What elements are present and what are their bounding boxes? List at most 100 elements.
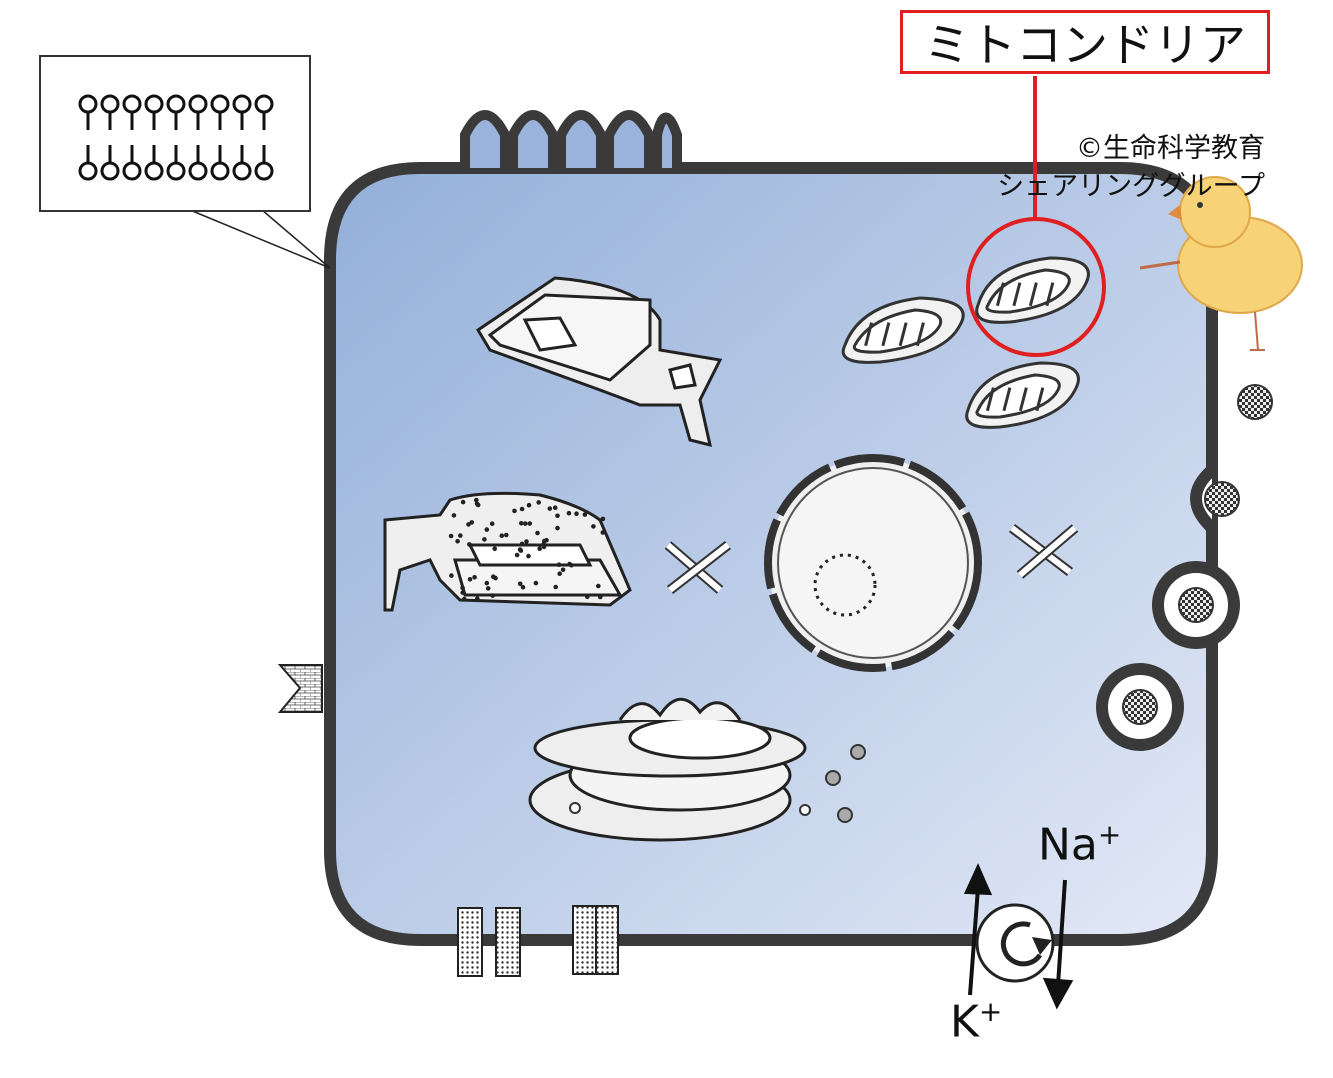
k-ion-text: K [950, 996, 979, 1048]
crista [995, 282, 1005, 307]
highlight-label: ミトコンドリア [924, 18, 1246, 72]
ribosome [460, 585, 465, 591]
ribosome [600, 516, 606, 522]
ribosome [458, 533, 463, 538]
ribosome [526, 553, 531, 559]
ribosome [544, 537, 549, 543]
crista [1028, 282, 1038, 307]
ribosome [490, 593, 496, 598]
ribosome [451, 513, 457, 518]
lipid-head [210, 94, 230, 114]
smooth-er [475, 276, 723, 448]
credit-line-2: シェアリンググループ [997, 171, 1265, 202]
lipid-head [232, 94, 252, 114]
ribosome [467, 542, 472, 547]
na-ion-text: Na [1038, 819, 1098, 871]
ribosome [600, 530, 606, 535]
microvilli [460, 110, 682, 168]
lipid-head [100, 161, 120, 181]
na-ion-label: Na+ [1038, 818, 1121, 871]
ribosome [460, 499, 466, 505]
ribosome [537, 546, 542, 551]
ribosome [526, 502, 532, 508]
ribosome [523, 521, 528, 526]
nucleolus [813, 553, 877, 617]
crista [1018, 387, 1028, 412]
lipid-head [122, 161, 142, 181]
crista [1002, 387, 1012, 412]
ribosome [555, 525, 560, 531]
ribosome [527, 521, 533, 526]
crista [1035, 387, 1045, 412]
k-ion-label: K+ [950, 995, 1002, 1048]
ribosome [556, 562, 562, 567]
rough-er [383, 491, 632, 612]
ribosome [596, 583, 601, 589]
ribosome [560, 567, 566, 573]
ribosome [475, 596, 480, 601]
credit-line-1: ©生命科学教育 [1076, 133, 1265, 164]
ribosome [519, 541, 525, 547]
lipid-head [166, 161, 186, 181]
channel-proteins [457, 905, 619, 977]
crista [881, 322, 891, 347]
lipid-head [188, 94, 208, 114]
k-arrow [963, 863, 993, 996]
lipid-head [144, 161, 164, 181]
crista [898, 322, 908, 347]
ribosome [455, 538, 460, 544]
ribosome [474, 497, 479, 503]
ribosome [533, 580, 539, 586]
ribosome [484, 527, 490, 532]
chick-illustration [1139, 176, 1303, 351]
ribosome [566, 510, 572, 516]
lipid-bilayer-callout [39, 55, 331, 269]
golgi-apparatus [528, 697, 807, 842]
ribosome [519, 506, 525, 512]
lipid-head [166, 94, 186, 114]
ribosome [591, 524, 596, 529]
lipid-head [78, 94, 98, 114]
lipid-head [188, 161, 208, 181]
ribosome [557, 571, 562, 576]
sodium-potassium-pump [975, 903, 1055, 983]
exocytosis-granules [1096, 384, 1273, 751]
lipid-head [254, 161, 274, 181]
ribosome [524, 539, 529, 544]
credit: ©生命科学教育 シェアリンググループ [935, 130, 1265, 206]
ribosome [536, 500, 541, 505]
lipid-head [232, 161, 252, 181]
ribosome [492, 546, 498, 552]
ribosome [448, 533, 454, 539]
ribosome [474, 501, 480, 507]
nucleus [764, 454, 982, 672]
ribosome [499, 533, 505, 538]
vesicles [569, 744, 866, 823]
mitochondrion [965, 361, 1080, 429]
ribosome [582, 512, 588, 517]
ribosome [472, 575, 477, 580]
ribosome [467, 577, 473, 582]
ribosome [520, 584, 526, 590]
ribosome [484, 580, 490, 586]
centriole-right [1008, 524, 1079, 579]
ribosome [449, 573, 454, 578]
ribosome [469, 520, 475, 525]
lipid-head [122, 94, 142, 114]
ribosome-dots [448, 497, 606, 602]
mitochondrion [841, 296, 965, 364]
na-arrow [1042, 879, 1074, 1010]
lipid-head [210, 161, 230, 181]
lipid-head [100, 94, 120, 114]
ribosome [535, 530, 540, 536]
lipid-head [254, 94, 274, 114]
ribosome [585, 594, 590, 600]
ribosome [504, 532, 509, 538]
crista [985, 387, 995, 412]
ribosome [466, 522, 471, 527]
mitochondrion-highlighted [975, 256, 1090, 324]
ribosome [574, 511, 579, 516]
ribosome [517, 547, 523, 552]
ribosome [460, 590, 466, 595]
ribosome [512, 508, 517, 514]
